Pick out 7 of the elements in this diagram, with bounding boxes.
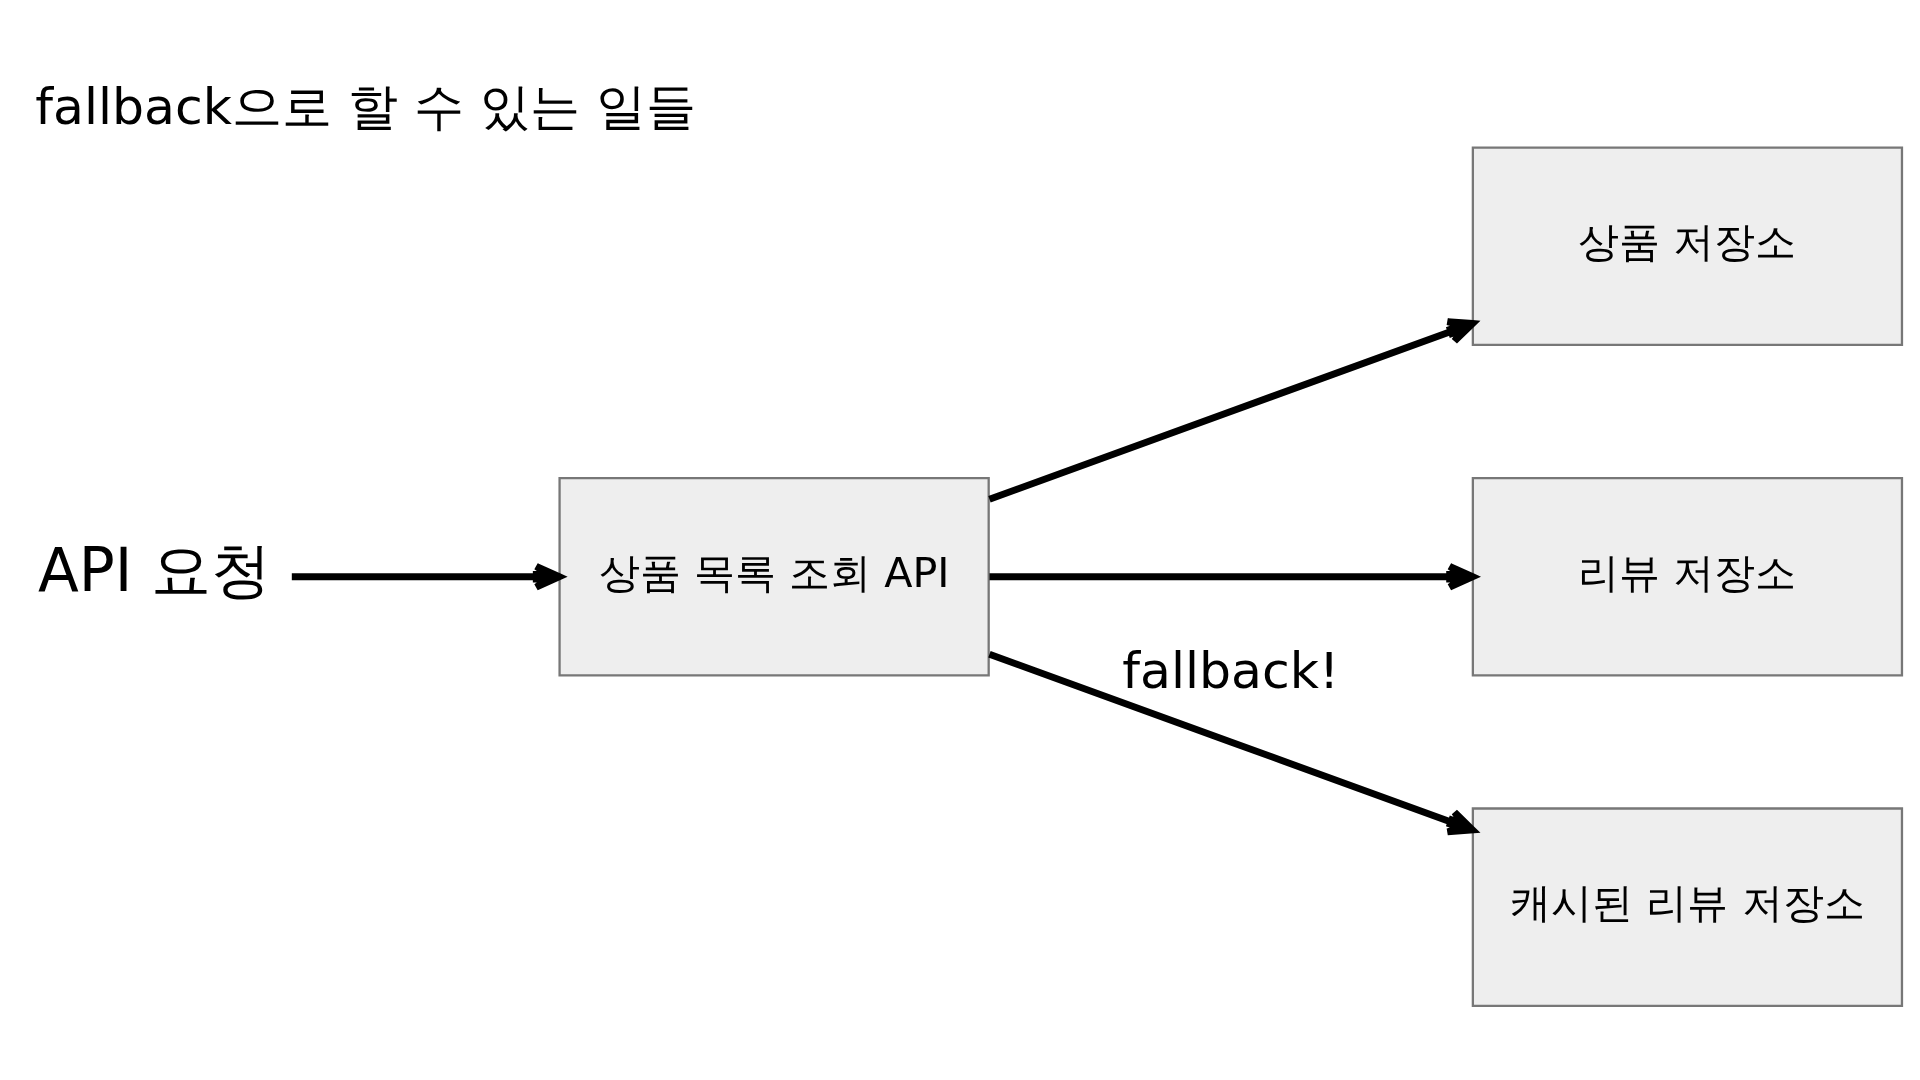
edge-label: fallback! bbox=[1122, 641, 1340, 701]
node-box: 캐시된 리뷰 저장소 bbox=[1471, 807, 1904, 1007]
node-box: 상품 저장소 bbox=[1471, 146, 1904, 347]
diagram-title: fallback으로 할 수 있는 일들 bbox=[35, 76, 697, 136]
node-box: 리뷰 저장소 bbox=[1471, 476, 1904, 677]
node-text: API 요청 bbox=[37, 536, 272, 606]
node-box: 상품 목록 조회 API bbox=[558, 476, 990, 677]
